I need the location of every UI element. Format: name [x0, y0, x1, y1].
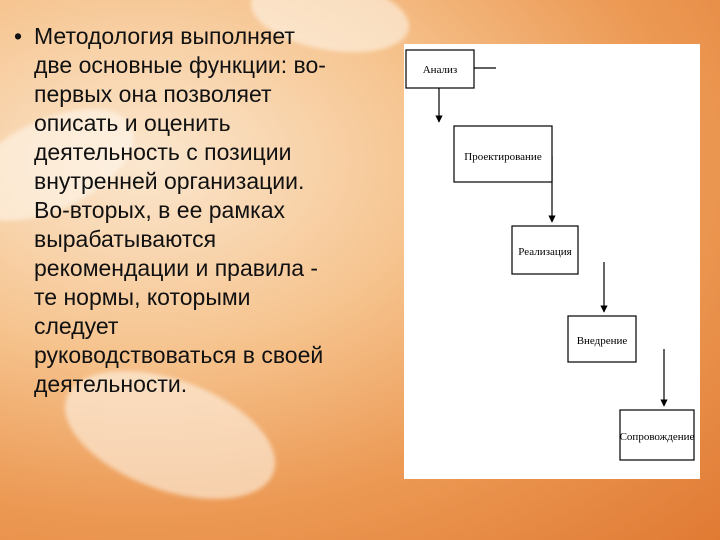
stage-label: Сопровождение — [620, 431, 695, 443]
stage-label: Реализация — [518, 246, 571, 258]
stage-box-implementation: Реализация — [511, 225, 579, 275]
stage-label: Проектирование — [464, 151, 542, 163]
stage-label: Внедрение — [577, 335, 628, 347]
stage-box-analysis: Анализ — [405, 49, 475, 89]
stage-box-design: Проектирование — [453, 125, 553, 183]
bullet-marker: • — [14, 23, 23, 49]
stage-label: Анализ — [423, 64, 458, 76]
stage-box-maintenance: Сопровождение — [619, 409, 695, 461]
stage-box-deployment: Внедрение — [567, 315, 637, 363]
waterfall-diagram-panel: Анализ Проектирование Реализация Внедрен… — [404, 44, 700, 479]
slide-paragraph: Методология выполняет две основные функц… — [34, 23, 326, 397]
waterfall-diagram: Анализ Проектирование Реализация Внедрен… — [405, 49, 695, 461]
